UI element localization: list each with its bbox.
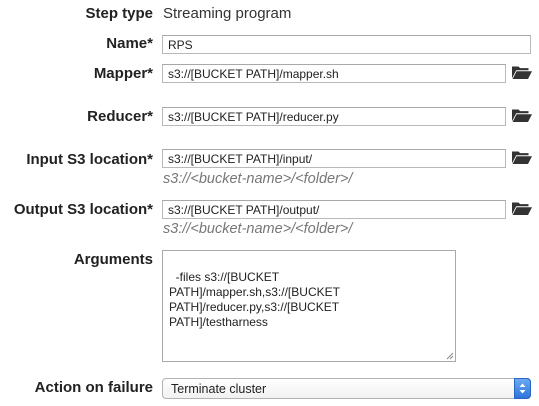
step-type-label: Step type — [85, 5, 153, 22]
output-s3-folder-open-icon[interactable] — [511, 200, 533, 216]
select-arrows-icon — [514, 378, 531, 399]
arguments-textarea[interactable]: -files s3://[BUCKET PATH]/mapper.sh,s3:/… — [162, 250, 456, 362]
arguments-text: -files s3://[BUCKET PATH]/mapper.sh,s3:/… — [169, 270, 340, 329]
reducer-label: Reducer* — [87, 108, 153, 125]
reducer-folder-open-icon[interactable] — [511, 107, 533, 123]
arguments-label: Arguments — [73, 251, 153, 268]
step-type-value: Streaming program — [163, 5, 292, 22]
input-s3-label: Input S3 location* — [26, 151, 153, 168]
resize-grip-icon[interactable] — [445, 351, 454, 360]
mapper-folder-open-icon[interactable] — [511, 64, 533, 80]
output-s3-hint: s3://<bucket-name>/<folder>/ — [163, 221, 353, 237]
action-on-failure-label: Action on failure — [34, 379, 153, 396]
output-s3-label: Output S3 location* — [13, 201, 153, 218]
name-field[interactable]: RPS — [162, 35, 531, 54]
reducer-field[interactable]: s3://[BUCKET PATH]/reducer.py — [162, 107, 506, 126]
action-on-failure-select[interactable]: Terminate cluster — [162, 378, 531, 399]
input-s3-folder-open-icon[interactable] — [511, 149, 533, 165]
input-s3-field[interactable]: s3://[BUCKET PATH]/input/ — [162, 149, 506, 168]
mapper-label: Mapper* — [93, 65, 153, 82]
input-s3-hint: s3://<bucket-name>/<folder>/ — [163, 171, 353, 187]
action-on-failure-value: Terminate cluster — [171, 382, 267, 396]
output-s3-field[interactable]: s3://[BUCKET PATH]/output/ — [162, 200, 506, 219]
name-label: Name* — [106, 35, 153, 52]
mapper-field[interactable]: s3://[BUCKET PATH]/mapper.sh — [162, 64, 506, 83]
